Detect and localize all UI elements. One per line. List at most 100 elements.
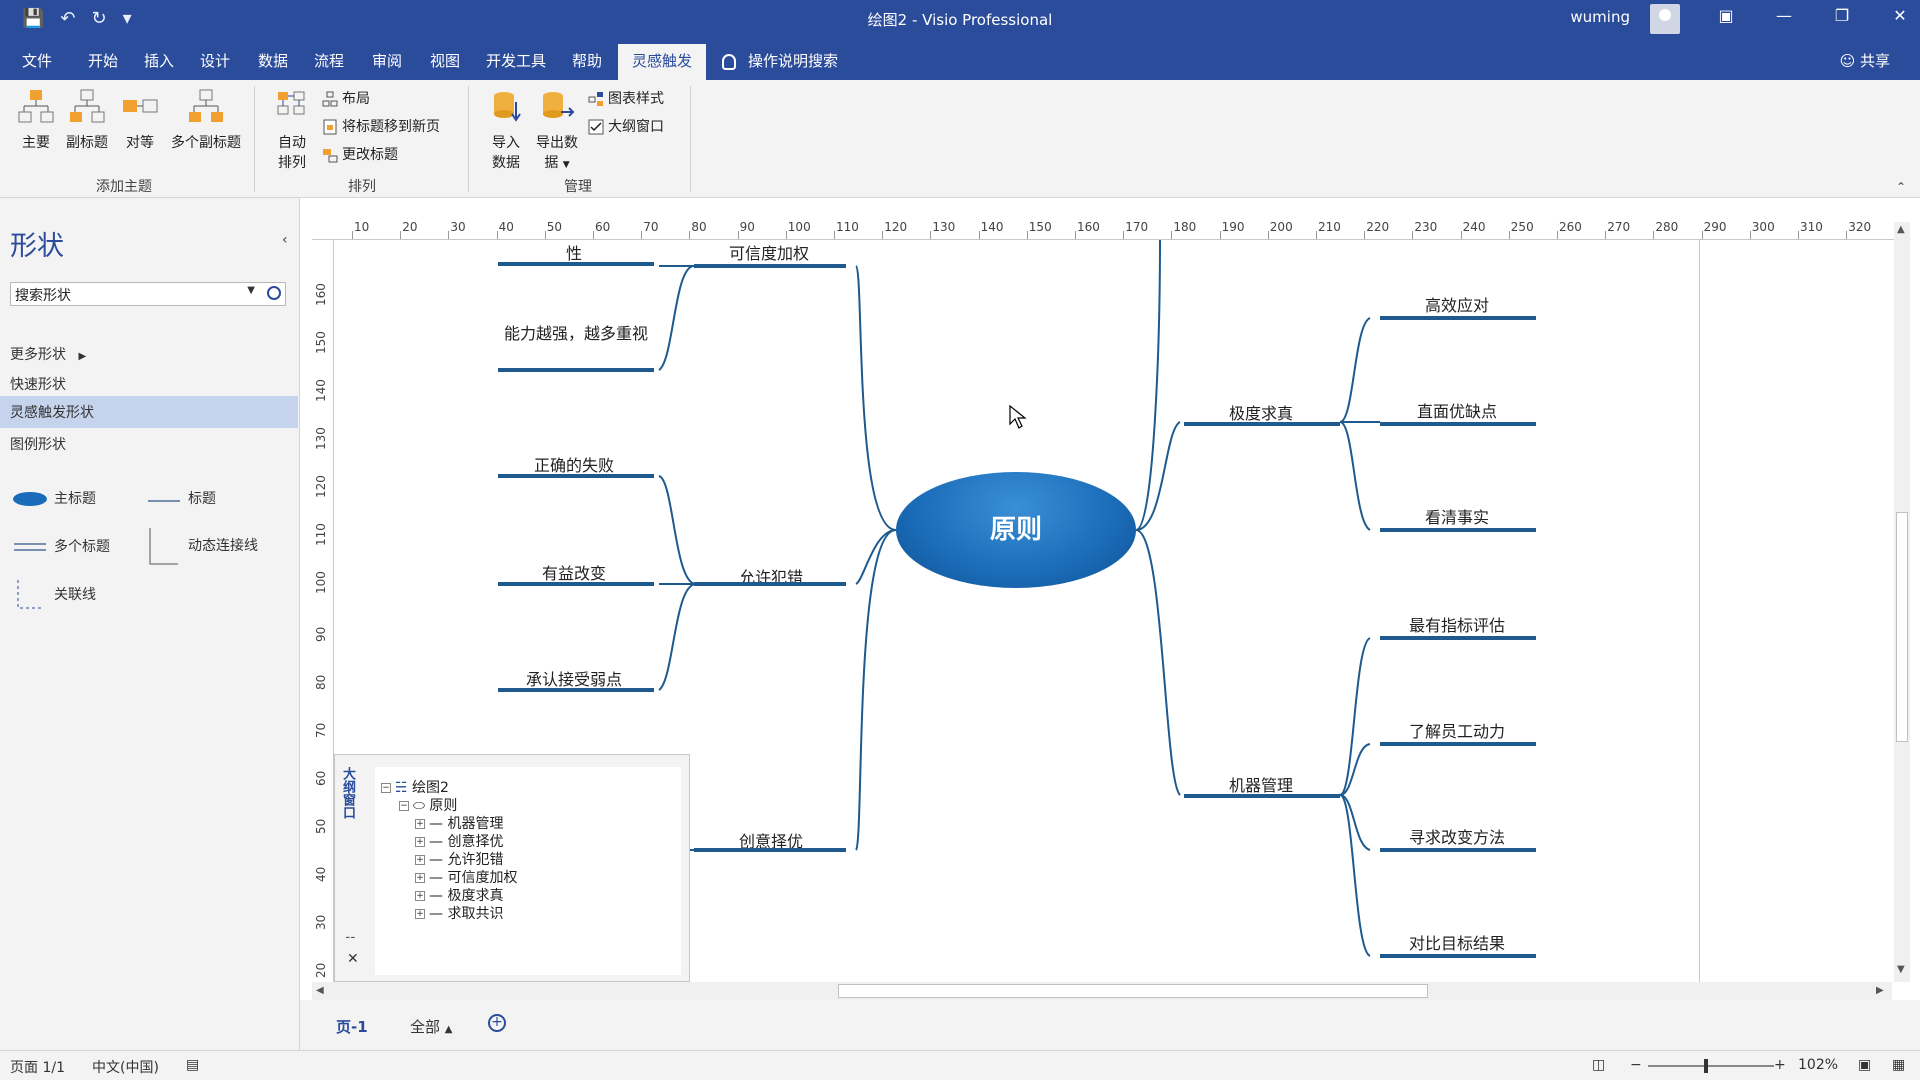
chart-styles-button[interactable]: 图表样式 bbox=[588, 88, 664, 108]
horizontal-scroll-thumb[interactable] bbox=[838, 984, 1428, 998]
peer-button[interactable]: 对等 bbox=[118, 88, 162, 152]
subtopic-right[interactable]: 高效应对 bbox=[1424, 296, 1489, 315]
central-topic[interactable]: 原则 bbox=[896, 472, 1136, 588]
outline-window-checkbox[interactable]: 大纲窗口 bbox=[588, 116, 664, 136]
scroll-up-icon[interactable]: ▲ bbox=[1897, 224, 1905, 235]
export-data-button[interactable]: 导出数 据 ▼ bbox=[532, 88, 582, 172]
share-button[interactable]: ☺ 共享 bbox=[1840, 50, 1890, 71]
collapse-icon[interactable]: − bbox=[381, 783, 391, 793]
tab-process[interactable]: 流程 bbox=[314, 52, 345, 70]
tree-root[interactable]: −☵ 绘图2 bbox=[381, 777, 449, 797]
expand-icon[interactable]: + bbox=[415, 909, 425, 919]
scroll-left-icon[interactable]: ◀ bbox=[316, 985, 324, 996]
brainstorming-shapes-link[interactable]: 灵感触发形状 bbox=[0, 396, 298, 428]
subtopic-left[interactable]: 能力越强，越多重视 bbox=[503, 324, 648, 343]
fit-page-icon[interactable]: ▣ bbox=[1858, 1057, 1872, 1073]
tab-design[interactable]: 设计 bbox=[200, 52, 231, 70]
legend-shapes-link[interactable]: 图例形状 bbox=[10, 437, 66, 453]
zoom-level[interactable]: 102% bbox=[1798, 1057, 1839, 1073]
customize-icon[interactable]: ▾ bbox=[122, 8, 132, 29]
auto-arrange-button[interactable]: 自动 排列 bbox=[272, 88, 312, 172]
macro-record-icon[interactable]: ▤ bbox=[186, 1057, 200, 1073]
tab-review[interactable]: 审阅 bbox=[372, 52, 403, 70]
tab-brainstorming[interactable]: 灵感触发 bbox=[618, 44, 707, 81]
tree-child[interactable]: +— 可信度加权 bbox=[415, 867, 517, 887]
horizontal-scrollbar[interactable]: ◀ ▶ bbox=[312, 982, 1892, 1000]
page-indicator[interactable]: 页面 1/1 bbox=[10, 1060, 65, 1076]
search-shapes-input[interactable]: 搜索形状 ▼ bbox=[10, 282, 286, 306]
expand-icon[interactable]: + bbox=[415, 855, 425, 865]
restore-icon[interactable]: ❐ bbox=[1834, 6, 1850, 25]
layout-button[interactable]: 布局 bbox=[322, 88, 370, 108]
tree-child[interactable]: +— 极度求真 bbox=[415, 885, 503, 905]
quick-shapes-link[interactable]: 快速形状 bbox=[10, 377, 66, 393]
subtopic-left[interactable]: 有益改变 bbox=[541, 564, 606, 583]
tab-data[interactable]: 数据 bbox=[258, 52, 289, 70]
topic-credibility[interactable]: 可信度加权 bbox=[728, 244, 809, 263]
tab-view[interactable]: 视图 bbox=[430, 52, 461, 70]
topic-machine-management[interactable]: 机器管理 bbox=[1228, 776, 1293, 795]
add-page-icon[interactable]: + bbox=[488, 1014, 506, 1032]
scroll-down-icon[interactable]: ▼ bbox=[1897, 964, 1905, 975]
redo-icon[interactable]: ↻ bbox=[91, 8, 107, 29]
switch-windows-icon[interactable]: ▦ bbox=[1892, 1057, 1906, 1073]
tab-home[interactable]: 开始 bbox=[88, 52, 119, 70]
pin-icon[interactable]: ⚋ bbox=[345, 927, 356, 941]
import-data-button[interactable]: 导入 数据 bbox=[484, 88, 528, 172]
subtopic-button[interactable]: 副标题 bbox=[62, 88, 112, 152]
collapse-ribbon-icon[interactable]: ⌃ bbox=[1895, 180, 1906, 194]
stencil-relationship-line[interactable]: 关联线 bbox=[12, 578, 96, 612]
vertical-scrollbar[interactable]: ▲ ▼ bbox=[1894, 222, 1910, 982]
subtopic-left[interactable]: 性 bbox=[565, 244, 582, 263]
scroll-right-icon[interactable]: ▶ bbox=[1876, 985, 1884, 996]
zoom-in-icon[interactable]: + bbox=[1774, 1057, 1786, 1073]
tab-file[interactable]: 文件 bbox=[22, 52, 53, 70]
zoom-out-icon[interactable]: − bbox=[1630, 1057, 1642, 1073]
collapse-icon[interactable]: − bbox=[399, 801, 409, 811]
collapse-pane-icon[interactable]: ‹ bbox=[282, 232, 288, 248]
stencil-dynamic-connector[interactable]: 动态连接线 bbox=[146, 526, 258, 566]
tree-child[interactable]: +— 机器管理 bbox=[415, 813, 503, 833]
subtopic-right[interactable]: 直面优缺点 bbox=[1416, 402, 1497, 421]
expand-icon[interactable]: + bbox=[415, 891, 425, 901]
user-name[interactable]: wuming bbox=[1570, 8, 1630, 26]
avatar[interactable] bbox=[1650, 4, 1680, 34]
subtopic-left[interactable]: 正确的失败 bbox=[533, 456, 614, 475]
subtopic-right[interactable]: 了解员工动力 bbox=[1408, 722, 1505, 741]
minimize-icon[interactable]: — bbox=[1776, 6, 1792, 25]
save-icon[interactable]: 💾 bbox=[22, 8, 45, 29]
subtopic-right[interactable]: 寻求改变方法 bbox=[1408, 828, 1505, 847]
tell-me-search[interactable]: 操作说明搜索 bbox=[722, 50, 838, 71]
tab-insert[interactable]: 插入 bbox=[144, 52, 175, 70]
topic-radical-truth[interactable]: 极度求真 bbox=[1228, 404, 1293, 423]
subtopic-left[interactable]: 承认接受弱点 bbox=[525, 670, 622, 689]
more-shapes-link[interactable]: 更多形状 ▶ bbox=[10, 344, 86, 364]
expand-icon[interactable]: + bbox=[415, 819, 425, 829]
zoom-slider-thumb[interactable] bbox=[1704, 1059, 1708, 1073]
main-topic-button[interactable]: 主要 bbox=[14, 88, 58, 152]
search-icon[interactable] bbox=[267, 286, 281, 300]
expand-icon[interactable]: + bbox=[415, 873, 425, 883]
language-indicator[interactable]: 中文(中国) bbox=[92, 1060, 159, 1076]
presentation-mode-icon[interactable]: ◫ bbox=[1592, 1057, 1606, 1073]
vertical-scroll-thumb[interactable] bbox=[1896, 512, 1908, 742]
multiple-subtopics-button[interactable]: 多个副标题 bbox=[166, 88, 246, 152]
close-icon[interactable]: ✕ bbox=[1893, 6, 1907, 25]
move-topic-to-new-page-button[interactable]: 将标题移到新页 bbox=[322, 116, 440, 136]
tab-developer[interactable]: 开发工具 bbox=[486, 52, 547, 70]
topic-idea-meritocracy[interactable]: 创意择优 bbox=[738, 832, 803, 851]
tree-child[interactable]: +— 允许犯错 bbox=[415, 849, 503, 869]
subtopic-right[interactable]: 看清事实 bbox=[1424, 508, 1489, 527]
change-topic-button[interactable]: 更改标题 bbox=[322, 144, 398, 164]
tree-child[interactable]: +— 创意择优 bbox=[415, 831, 503, 851]
tree-node[interactable]: −⬭ 原则 bbox=[399, 795, 457, 815]
all-pages-button[interactable]: 全部 ▲ bbox=[410, 1016, 453, 1037]
subtopic-right[interactable]: 最有指标评估 bbox=[1408, 616, 1505, 635]
subtopic-right[interactable]: 对比目标结果 bbox=[1408, 934, 1505, 953]
stencil-main-title[interactable]: 主标题 bbox=[12, 488, 96, 508]
stencil-multiple-titles[interactable]: 多个标题 bbox=[12, 536, 110, 556]
page-tab-1[interactable]: 页-1 bbox=[336, 1018, 368, 1036]
expand-icon[interactable]: + bbox=[415, 837, 425, 847]
ribbon-display-icon[interactable]: ▣ bbox=[1718, 6, 1734, 25]
stencil-title[interactable]: 标题 bbox=[146, 488, 216, 508]
